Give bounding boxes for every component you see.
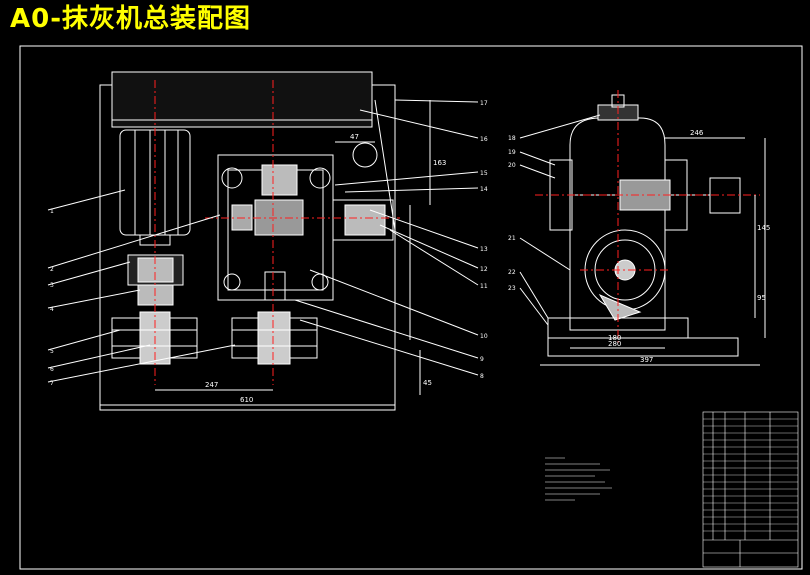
dimension-47: 47 <box>350 133 359 141</box>
right-view <box>519 90 766 366</box>
gearbox-housing <box>569 117 666 331</box>
part-label: 14 <box>480 186 488 193</box>
right-center-lines <box>535 90 760 345</box>
part-label: 23 <box>508 285 516 292</box>
dimension-180: 180 <box>608 334 621 342</box>
part-label: 19 <box>508 149 516 156</box>
part-label: 9 <box>480 356 484 363</box>
right-dimension-labels: 397 280 180 246 145 95 <box>608 129 770 364</box>
drawing-frame <box>19 45 803 570</box>
part-label: 18 <box>508 135 516 142</box>
part-label: 3 <box>50 282 54 289</box>
part-label: 21 <box>508 235 516 242</box>
title-block <box>702 411 799 568</box>
part-label: 17 <box>480 100 488 107</box>
dimension-247: 247 <box>205 381 218 389</box>
part-label: 12 <box>480 266 488 273</box>
part-label: 22 <box>508 269 516 276</box>
part-label: 6 <box>50 366 54 373</box>
part-label: 5 <box>50 348 54 355</box>
dimension-246: 246 <box>690 129 704 137</box>
part-label: 7 <box>50 380 54 387</box>
part-label: 16 <box>480 136 488 143</box>
left-view <box>47 71 479 411</box>
part-label: 15 <box>480 170 488 177</box>
part-label: 10 <box>480 333 488 340</box>
drawing-title: A0-抹灰机总装配图 <box>10 4 252 34</box>
part-label: 11 <box>480 283 488 290</box>
part-label: 8 <box>480 373 484 380</box>
dimension-145: 145 <box>757 224 770 232</box>
dimension-397: 397 <box>640 356 653 364</box>
dimension-280: 280 <box>608 340 621 348</box>
part-label: 13 <box>480 246 488 253</box>
part-label: 1 <box>50 208 54 215</box>
dimension-610: 610 <box>240 396 253 404</box>
title-block-rows <box>703 418 798 532</box>
dimension-95: 95 <box>757 294 766 302</box>
left-dimension-labels: 610 247 47 163 45 <box>205 133 446 404</box>
right-part-labels: 18 19 20 21 22 23 <box>508 135 516 292</box>
center-lines <box>154 80 400 385</box>
technical-notes <box>545 457 612 501</box>
part-label: 4 <box>50 306 54 313</box>
dimension-163: 163 <box>433 159 446 167</box>
part-label: 2 <box>50 266 54 273</box>
part-label: 20 <box>508 162 516 169</box>
leader-lines <box>47 99 479 383</box>
hopper <box>111 71 373 128</box>
dimension-45: 45 <box>423 379 432 387</box>
left-part-labels: 1 2 3 4 5 6 7 8 9 10 11 12 13 14 15 16 1… <box>50 100 488 387</box>
